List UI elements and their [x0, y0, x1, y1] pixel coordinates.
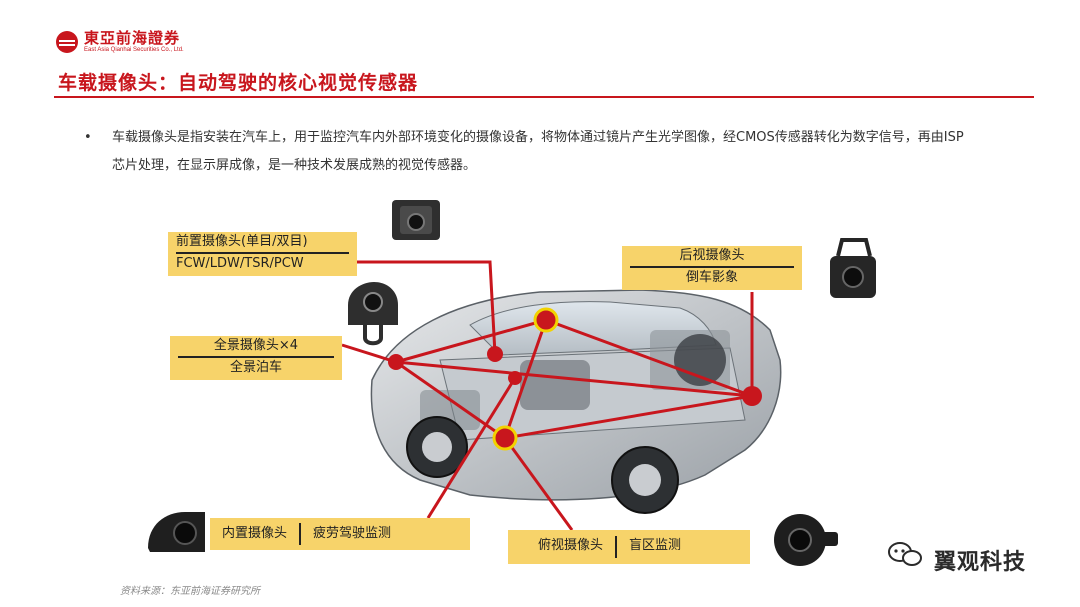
interior-camera-image	[148, 512, 205, 552]
side-camera-image	[774, 514, 838, 566]
label-divider	[178, 356, 334, 358]
label-side-detail: 盲区监测	[629, 538, 682, 553]
logo-name-cn: 東亞前海證券	[84, 29, 181, 47]
label-front-camera: 前置摄像头(单目/双目) FCW/LDW/TSR/PCW	[168, 232, 357, 276]
car-illustration	[370, 289, 782, 514]
label-surround-detail: 全景泊车	[229, 360, 282, 375]
label-rear-title: 后视摄像头	[679, 248, 745, 263]
label-divider	[615, 536, 618, 558]
label-surround-title: 全景摄像头×4	[213, 338, 299, 353]
rear-camera-image	[830, 238, 876, 298]
watermark: 翼观科技	[890, 544, 1026, 576]
logo-mark-icon	[56, 31, 78, 53]
label-divider	[299, 523, 302, 545]
label-front-title: 前置摄像头(单目/双目)	[176, 234, 308, 249]
label-interior-camera: 内置摄像头 疲劳驾驶监测	[210, 518, 470, 550]
bullet-paragraph: • 车载摄像头是指安装在汽车上，用于监控汽车内外部环境变化的摄像设备，将物体通过…	[84, 124, 964, 180]
label-rear-camera: 后视摄像头 倒车影象	[622, 246, 802, 290]
bullet-text: 车载摄像头是指安装在汽车上，用于监控汽车内外部环境变化的摄像设备，将物体通过镜片…	[112, 130, 964, 173]
label-front-detail: FCW/LDW/TSR/PCW	[176, 256, 304, 271]
watermark-text: 翼观科技	[934, 550, 1027, 575]
label-interior-title: 内置摄像头	[222, 526, 288, 541]
label-divider	[630, 266, 794, 268]
bullet-dot-icon: •	[84, 130, 92, 145]
label-side-camera: 俯视摄像头 盲区监测	[508, 530, 750, 564]
source-note: 资料来源：东亚前海证券研究所	[120, 586, 260, 597]
wechat-icon	[888, 542, 922, 566]
company-logo: 東亞前海證券 East Asia Qianhai Securities Co.,…	[56, 30, 184, 54]
label-interior-detail: 疲劳驾驶监测	[313, 526, 392, 541]
label-rear-detail: 倒车影象	[685, 270, 738, 285]
label-surround-camera: 全景摄像头×4 全景泊车	[170, 336, 342, 380]
title-bar: 车载摄像头：自动驾驶的核心视觉传感器	[54, 64, 1034, 98]
logo-name-en: East Asia Qianhai Securities Co., Ltd.	[84, 47, 184, 53]
surround-camera-image	[348, 282, 398, 346]
label-side-title: 俯视摄像头	[538, 538, 604, 553]
page-title: 车载摄像头：自动驾驶的核心视觉传感器	[58, 72, 419, 94]
camera-markers	[388, 307, 762, 451]
label-divider	[176, 252, 349, 254]
front-camera-image	[392, 200, 440, 240]
